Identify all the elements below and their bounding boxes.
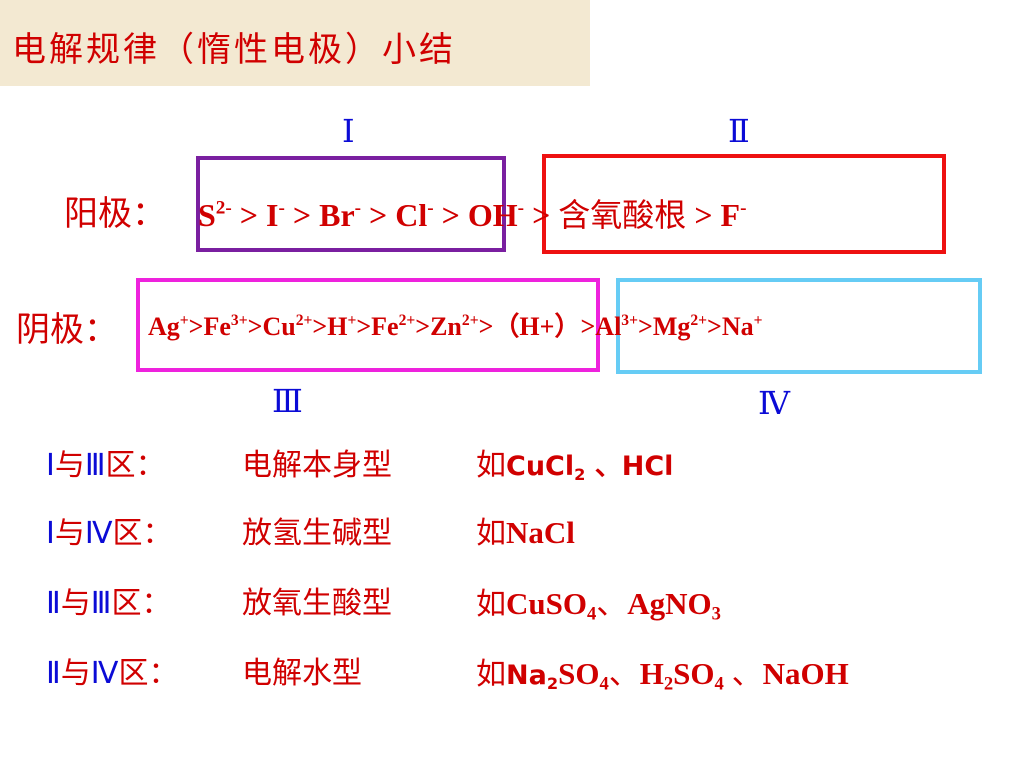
summary-zones: Ⅰ与Ⅳ区：	[46, 516, 173, 551]
ion-zn2: Zn2+	[430, 311, 479, 341]
ion-f: F-	[720, 197, 747, 233]
summary-type: 电解水型	[242, 656, 362, 691]
ion-cu2: Cu2+	[262, 311, 313, 341]
ion-oxyacid-radical: 含氧酸根	[558, 196, 687, 234]
ion-ag: Ag+	[148, 311, 189, 341]
ion-separator: >	[532, 197, 559, 233]
ion-mg2: Mg2+	[652, 311, 708, 341]
ion-separator: >	[694, 197, 721, 233]
ion-oh: OH-	[467, 197, 525, 233]
summary-zones: Ⅱ与Ⅲ区：	[46, 586, 172, 621]
zone-box-2	[542, 154, 946, 254]
ion-separator: >	[239, 197, 267, 233]
zone-label-1: Ⅰ	[342, 112, 355, 150]
zone-label-4: Ⅳ	[758, 384, 790, 422]
summary-type: 放氧生酸型	[242, 586, 392, 621]
cathode-sequence: Ag+>Fe3+>Cu2+>H+>Fe2+>Zn2+>（H+）>Al3+>Mg2…	[148, 311, 763, 341]
summary-type: 电解本身型	[242, 448, 392, 483]
summary-example: 如Na2SO4、H2SO4 、NaOH	[476, 656, 849, 695]
ion-fe3: Fe3+	[203, 311, 248, 341]
zone-box-1	[196, 156, 506, 252]
summary-example: 如CuCl2 、HCl	[476, 448, 674, 484]
ion-i: I-	[266, 197, 285, 233]
title-banner	[0, 0, 590, 86]
ion-br: Br-	[319, 197, 362, 233]
zone-label-2: Ⅱ	[728, 112, 750, 150]
ion-cl: Cl-	[395, 197, 434, 233]
ion-s2: S2-	[198, 197, 232, 233]
ion-separator: >	[292, 197, 320, 233]
summary-zones: Ⅱ与Ⅳ区：	[46, 656, 179, 691]
summary-type: 放氢生碱型	[242, 516, 392, 551]
summary-example: 如CuSO4、AgNO3	[476, 586, 721, 625]
ion-separator: >	[441, 197, 468, 233]
anode-sequence: S2- > I- > Br- > Cl- > OH- > 含氧酸根 > F-	[198, 190, 746, 236]
cathode-label: 阴极：	[16, 310, 118, 350]
summary-zones: Ⅰ与Ⅲ区：	[46, 448, 166, 483]
summary-example: 如NaCl	[476, 515, 575, 551]
anode-label: 阳极：	[64, 194, 166, 234]
ion-fe2: Fe2+	[371, 311, 416, 341]
ion-al3: Al3+	[595, 311, 638, 341]
ion-h: H+	[327, 311, 357, 341]
ion-na: Na+	[721, 311, 763, 341]
ion-separator: >	[369, 197, 396, 233]
ion-h-water: （H+）	[493, 312, 581, 341]
zone-box-3	[136, 278, 600, 372]
zone-box-4	[616, 278, 982, 374]
page-title: 电解规律（惰性电极）小结	[12, 30, 456, 70]
zone-label-3: Ⅲ	[272, 382, 303, 420]
